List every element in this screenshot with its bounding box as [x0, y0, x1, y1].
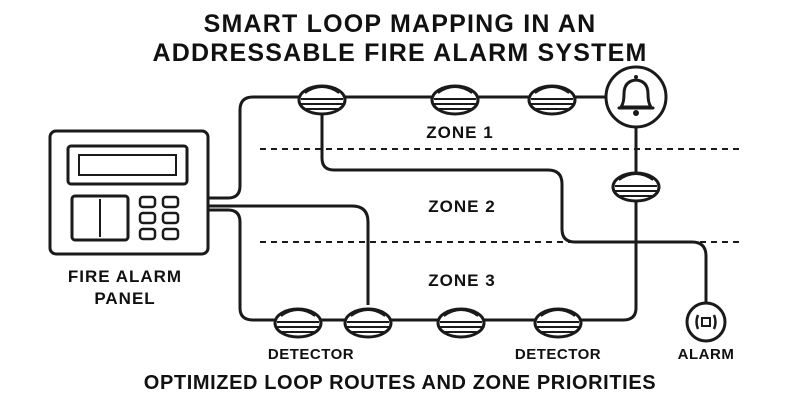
smoke-detector-icon	[611, 171, 661, 203]
loop-route-main	[208, 95, 606, 200]
alarm-label: ALARM	[677, 346, 735, 363]
alarm-strobe-icon	[685, 301, 727, 343]
zone-3-label: ZONE 3	[428, 271, 496, 290]
loop-route-bottom	[208, 120, 638, 322]
smoke-detector-icon	[533, 307, 583, 339]
smoke-detector-icon	[297, 84, 347, 116]
bell-icon	[604, 65, 668, 129]
smoke-detector-icon	[430, 84, 480, 116]
smoke-detector-icon	[343, 307, 393, 339]
detector-label-left: DETECTOR	[267, 346, 355, 363]
panel-keypad	[138, 195, 180, 241]
detector-label-right: DETECTOR	[514, 346, 602, 363]
loop-route-branch	[208, 204, 370, 305]
zone-2-label: ZONE 2	[428, 197, 496, 216]
diagram-title: SMART LOOP MAPPING IN AN ADDRESSABLE FIR…	[0, 10, 800, 68]
fire-alarm-panel	[48, 129, 210, 256]
smoke-detector-icon	[436, 307, 486, 339]
panel-label-line-2: PANEL	[94, 289, 156, 308]
loop-wiring	[208, 95, 708, 322]
title-line-2: ADDRESSABLE FIRE ALARM SYSTEM	[152, 39, 648, 67]
smoke-detector-icon	[527, 84, 577, 116]
title-line-1: SMART LOOP MAPPING IN AN	[203, 10, 597, 38]
diagram-caption: OPTIMIZED LOOP ROUTES AND ZONE PRIORITIE…	[143, 372, 657, 394]
smoke-detector-icon	[273, 307, 323, 339]
zone-1-label: ZONE 1	[426, 123, 494, 142]
panel-label: FIRE ALARM PANEL	[40, 266, 210, 310]
loop-route-alarm	[320, 112, 708, 306]
panel-label-line-1: FIRE ALARM	[67, 267, 183, 286]
panel-display	[66, 144, 189, 186]
